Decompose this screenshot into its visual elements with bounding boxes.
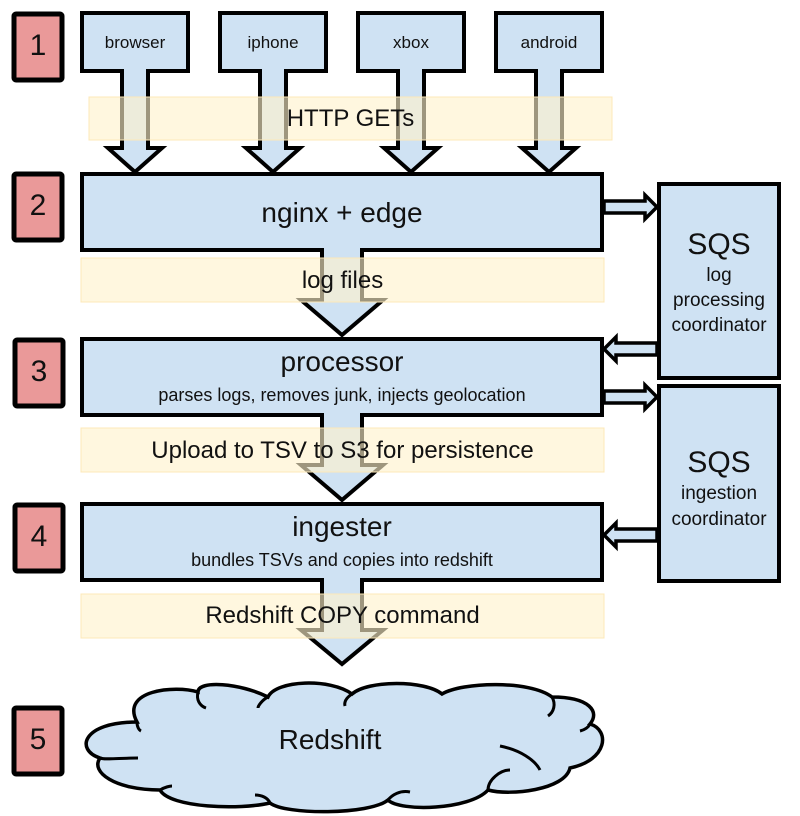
sqs-log-line1: log [706, 265, 732, 286]
sqs-ingest-line1: ingestion [680, 483, 758, 504]
sqs-ingestion-box [657, 384, 781, 583]
client-arrow-android [494, 11, 604, 175]
client-label-xbox: xbox [393, 33, 429, 52]
processor-stage-title: processor [280, 346, 404, 377]
processor-stage-subtitle: parses logs, removes junk, injects geolo… [158, 385, 526, 405]
client-arrow-iphone [218, 11, 328, 175]
band-redshift-copy [80, 593, 605, 639]
arrow-edge-to-sqs-log [602, 190, 660, 224]
edge-stage-box [80, 172, 604, 338]
client-arrow-xbox [356, 11, 466, 175]
band-label-http-gets: HTTP GETs [286, 105, 415, 132]
client-label-android: android [520, 33, 578, 52]
step-badge-5 [11, 705, 65, 777]
step-number-2: 2 [29, 189, 47, 222]
ingester-stage-box [80, 502, 604, 667]
redshift-cloud [84, 681, 605, 814]
sqs-log-line2: processing [673, 290, 765, 311]
step-badge-4 [12, 502, 66, 574]
ingester-stage-title: ingester [292, 511, 392, 542]
client-label-iphone: iphone [247, 33, 299, 52]
arrow-processor-to-sqs-ingest [602, 380, 660, 414]
client-label-browser: browser [104, 33, 166, 52]
step-number-4: 4 [30, 520, 48, 553]
edge-stage-title: nginx + edge [261, 197, 423, 228]
step-badge-2 [11, 171, 65, 243]
ingester-stage-subtitle: bundles TSVs and copies into redshift [191, 550, 493, 570]
band-label-redshift-copy: Redshift COPY command [205, 602, 480, 629]
processor-stage-box [80, 337, 604, 503]
sqs-ingest-title: SQS [687, 446, 751, 479]
arrow-sqs-log-to-processor [601, 332, 659, 366]
step-badge-3 [12, 337, 66, 409]
sqs-log-title: SQS [687, 228, 751, 261]
band-label-upload: Upload to TSV to S3 for persistence [151, 437, 534, 464]
band-http-gets [88, 96, 613, 141]
sqs-ingest-line2: coordinator [671, 509, 767, 530]
step-number-5: 5 [29, 723, 47, 756]
step-number-1: 1 [29, 29, 47, 62]
redshift-title: Redshift [278, 724, 382, 755]
band-log-files [80, 257, 605, 303]
client-arrow-browser [80, 11, 190, 175]
sqs-log-line3: coordinator [671, 315, 767, 336]
band-label-log-files: log files [301, 267, 384, 294]
step-number-3: 3 [30, 355, 48, 388]
step-badge-1 [11, 11, 65, 83]
band-upload [80, 427, 605, 473]
arrow-sqs-ingest-to-ingester [601, 518, 659, 552]
sqs-log-processing-box [657, 182, 781, 380]
